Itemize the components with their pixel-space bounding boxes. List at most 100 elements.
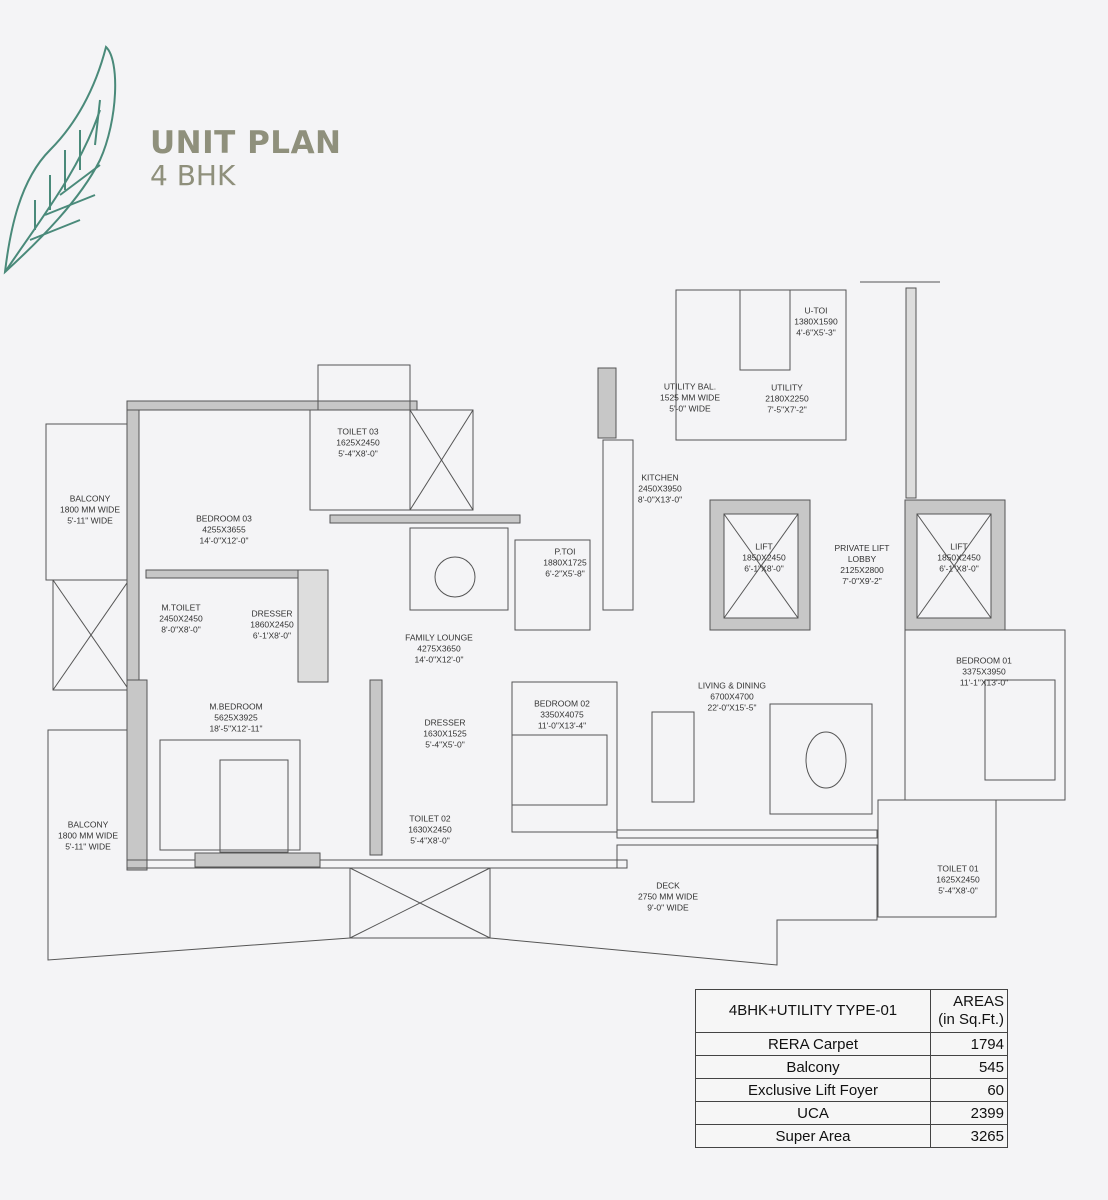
- room-label-line: LIVING & DINING: [697, 680, 767, 691]
- room-label-line: 18'-5"X12'-11": [209, 723, 263, 734]
- room-label-line: 5'-11" WIDE: [67, 515, 113, 526]
- room-label-line: 11'-1"X13'-0": [959, 677, 1009, 688]
- room-label-line: 6'-2"X5'-8": [545, 568, 585, 579]
- unit-type-label: 4BHK+UTILITY TYPE-01: [695, 989, 931, 1033]
- room-label-line: 7'-5"X7'-2": [767, 404, 807, 415]
- room-label-line: 2180X2250: [765, 393, 809, 404]
- room-label-line: 2125X2800: [840, 565, 884, 575]
- room-label-line: 5625X3925: [214, 712, 258, 723]
- room-label-line: P.TOI: [554, 546, 576, 557]
- area-table: 4BHK+UTILITY TYPE-01 AREAS(in Sq.Ft.) RE…: [695, 989, 1008, 1148]
- room-label-line: 1625X2450: [336, 437, 380, 448]
- title-text: UNIT PLAN: [150, 125, 342, 161]
- room-label-line: LIFT: [950, 541, 968, 552]
- room-label-line: 1630X2450: [408, 824, 452, 835]
- leaf-icon: [3, 45, 117, 275]
- room-label-line: 14'-0"X12'-0": [199, 535, 249, 546]
- walls: [45, 281, 1066, 966]
- room-label-line: FAMILY LOUNGE: [405, 632, 473, 643]
- room-label-line: BALCONY: [69, 493, 111, 504]
- room-label-line: 4275X3650: [417, 643, 461, 654]
- room-label-line: 3375X3950: [962, 666, 1006, 677]
- room-label-line: 3350X4075: [540, 709, 584, 720]
- room-label-line: BEDROOM 01: [956, 655, 1012, 666]
- row-value: 1794: [930, 1032, 1008, 1056]
- room-label-line: BALCONY: [67, 819, 109, 830]
- room-label-line: DRESSER: [251, 608, 293, 619]
- room-label-line: 1625X2450: [936, 874, 980, 885]
- room-label-line: 2450X2450: [159, 613, 203, 624]
- room-label-line: 8'-0"X8'-0": [161, 624, 201, 635]
- room-label-line: 9'-0" WIDE: [647, 902, 689, 913]
- room-label-line: PRIVATE LIFT LOBBY: [834, 543, 890, 564]
- row-label: Balcony: [695, 1055, 931, 1079]
- room-label-line: 5'-4"X5'-0": [425, 739, 465, 750]
- room-label-line: 5'-4"X8'-0": [938, 885, 978, 896]
- row-value: 545: [930, 1055, 1008, 1079]
- room-label-line: LIFT: [755, 541, 773, 552]
- room-label-line: TOILET 01: [937, 863, 979, 874]
- row-label: RERA Carpet: [695, 1032, 931, 1056]
- areas-header-line2: (in Sq.Ft.): [938, 1011, 1004, 1028]
- row-label: UCA: [695, 1101, 931, 1125]
- room-label-line: 2450X3950: [638, 483, 682, 494]
- room-label-line: 8'-0"X13'-0": [637, 494, 683, 505]
- room-label-line: 6700X4700: [710, 691, 754, 702]
- room-label-line: 1525 MM WIDE: [660, 392, 720, 403]
- plan-title: UNIT PLAN 4 BHK: [150, 125, 342, 191]
- areas-header-line1: AREAS: [953, 993, 1004, 1010]
- room-label-line: 14'-0"X12'-0": [414, 654, 464, 665]
- room-label-line: 4'-6"X5'-3": [796, 327, 836, 338]
- room-label-line: 11'-0"X13'-4": [537, 720, 587, 731]
- room-label-line: 22'-0"X15'-5": [707, 702, 757, 713]
- row-label: Exclusive Lift Foyer: [695, 1078, 931, 1102]
- room-label-line: UTILITY BAL.: [663, 381, 717, 392]
- room-label-line: 1880X1725: [543, 557, 587, 568]
- room-label-line: DECK: [656, 880, 680, 891]
- room-label-line: 4255X3655: [202, 524, 246, 535]
- row-value: 3265: [930, 1124, 1008, 1148]
- row-value: 2399: [930, 1101, 1008, 1125]
- room-label-line: UTILITY: [771, 382, 803, 393]
- room-label-line: M.BEDROOM: [209, 701, 263, 712]
- room-label-line: 1380X1590: [794, 316, 838, 327]
- room-label-line: 1860X2450: [250, 619, 294, 630]
- room-label-line: TOILET 02: [409, 813, 451, 824]
- room-label-line: 5'-4"X8'-0": [338, 448, 378, 459]
- room-label-line: 2750 MM WIDE: [638, 891, 698, 902]
- room-label-line: 1630X1525: [423, 728, 467, 739]
- room-label-line: 6'-1"X8'-0": [744, 563, 784, 574]
- row-value: 60: [930, 1078, 1008, 1102]
- room-label-line: 5'-4"X8'-0": [410, 835, 450, 846]
- room-label-line: KITCHEN: [641, 472, 679, 483]
- row-label: Super Area: [695, 1124, 931, 1148]
- room-label-line: 6'-1'X8'-0": [252, 630, 292, 641]
- room-label-line: 5'-0" WIDE: [669, 403, 711, 414]
- room-label-line: 6'-1"X8'-0": [939, 563, 979, 574]
- room-label-line: TOILET 03: [337, 426, 379, 437]
- room-label-line: 1800 MM WIDE: [60, 504, 120, 515]
- room-label-line: 1850X2450: [742, 552, 786, 563]
- room-label-line: 1800 MM WIDE: [58, 830, 118, 841]
